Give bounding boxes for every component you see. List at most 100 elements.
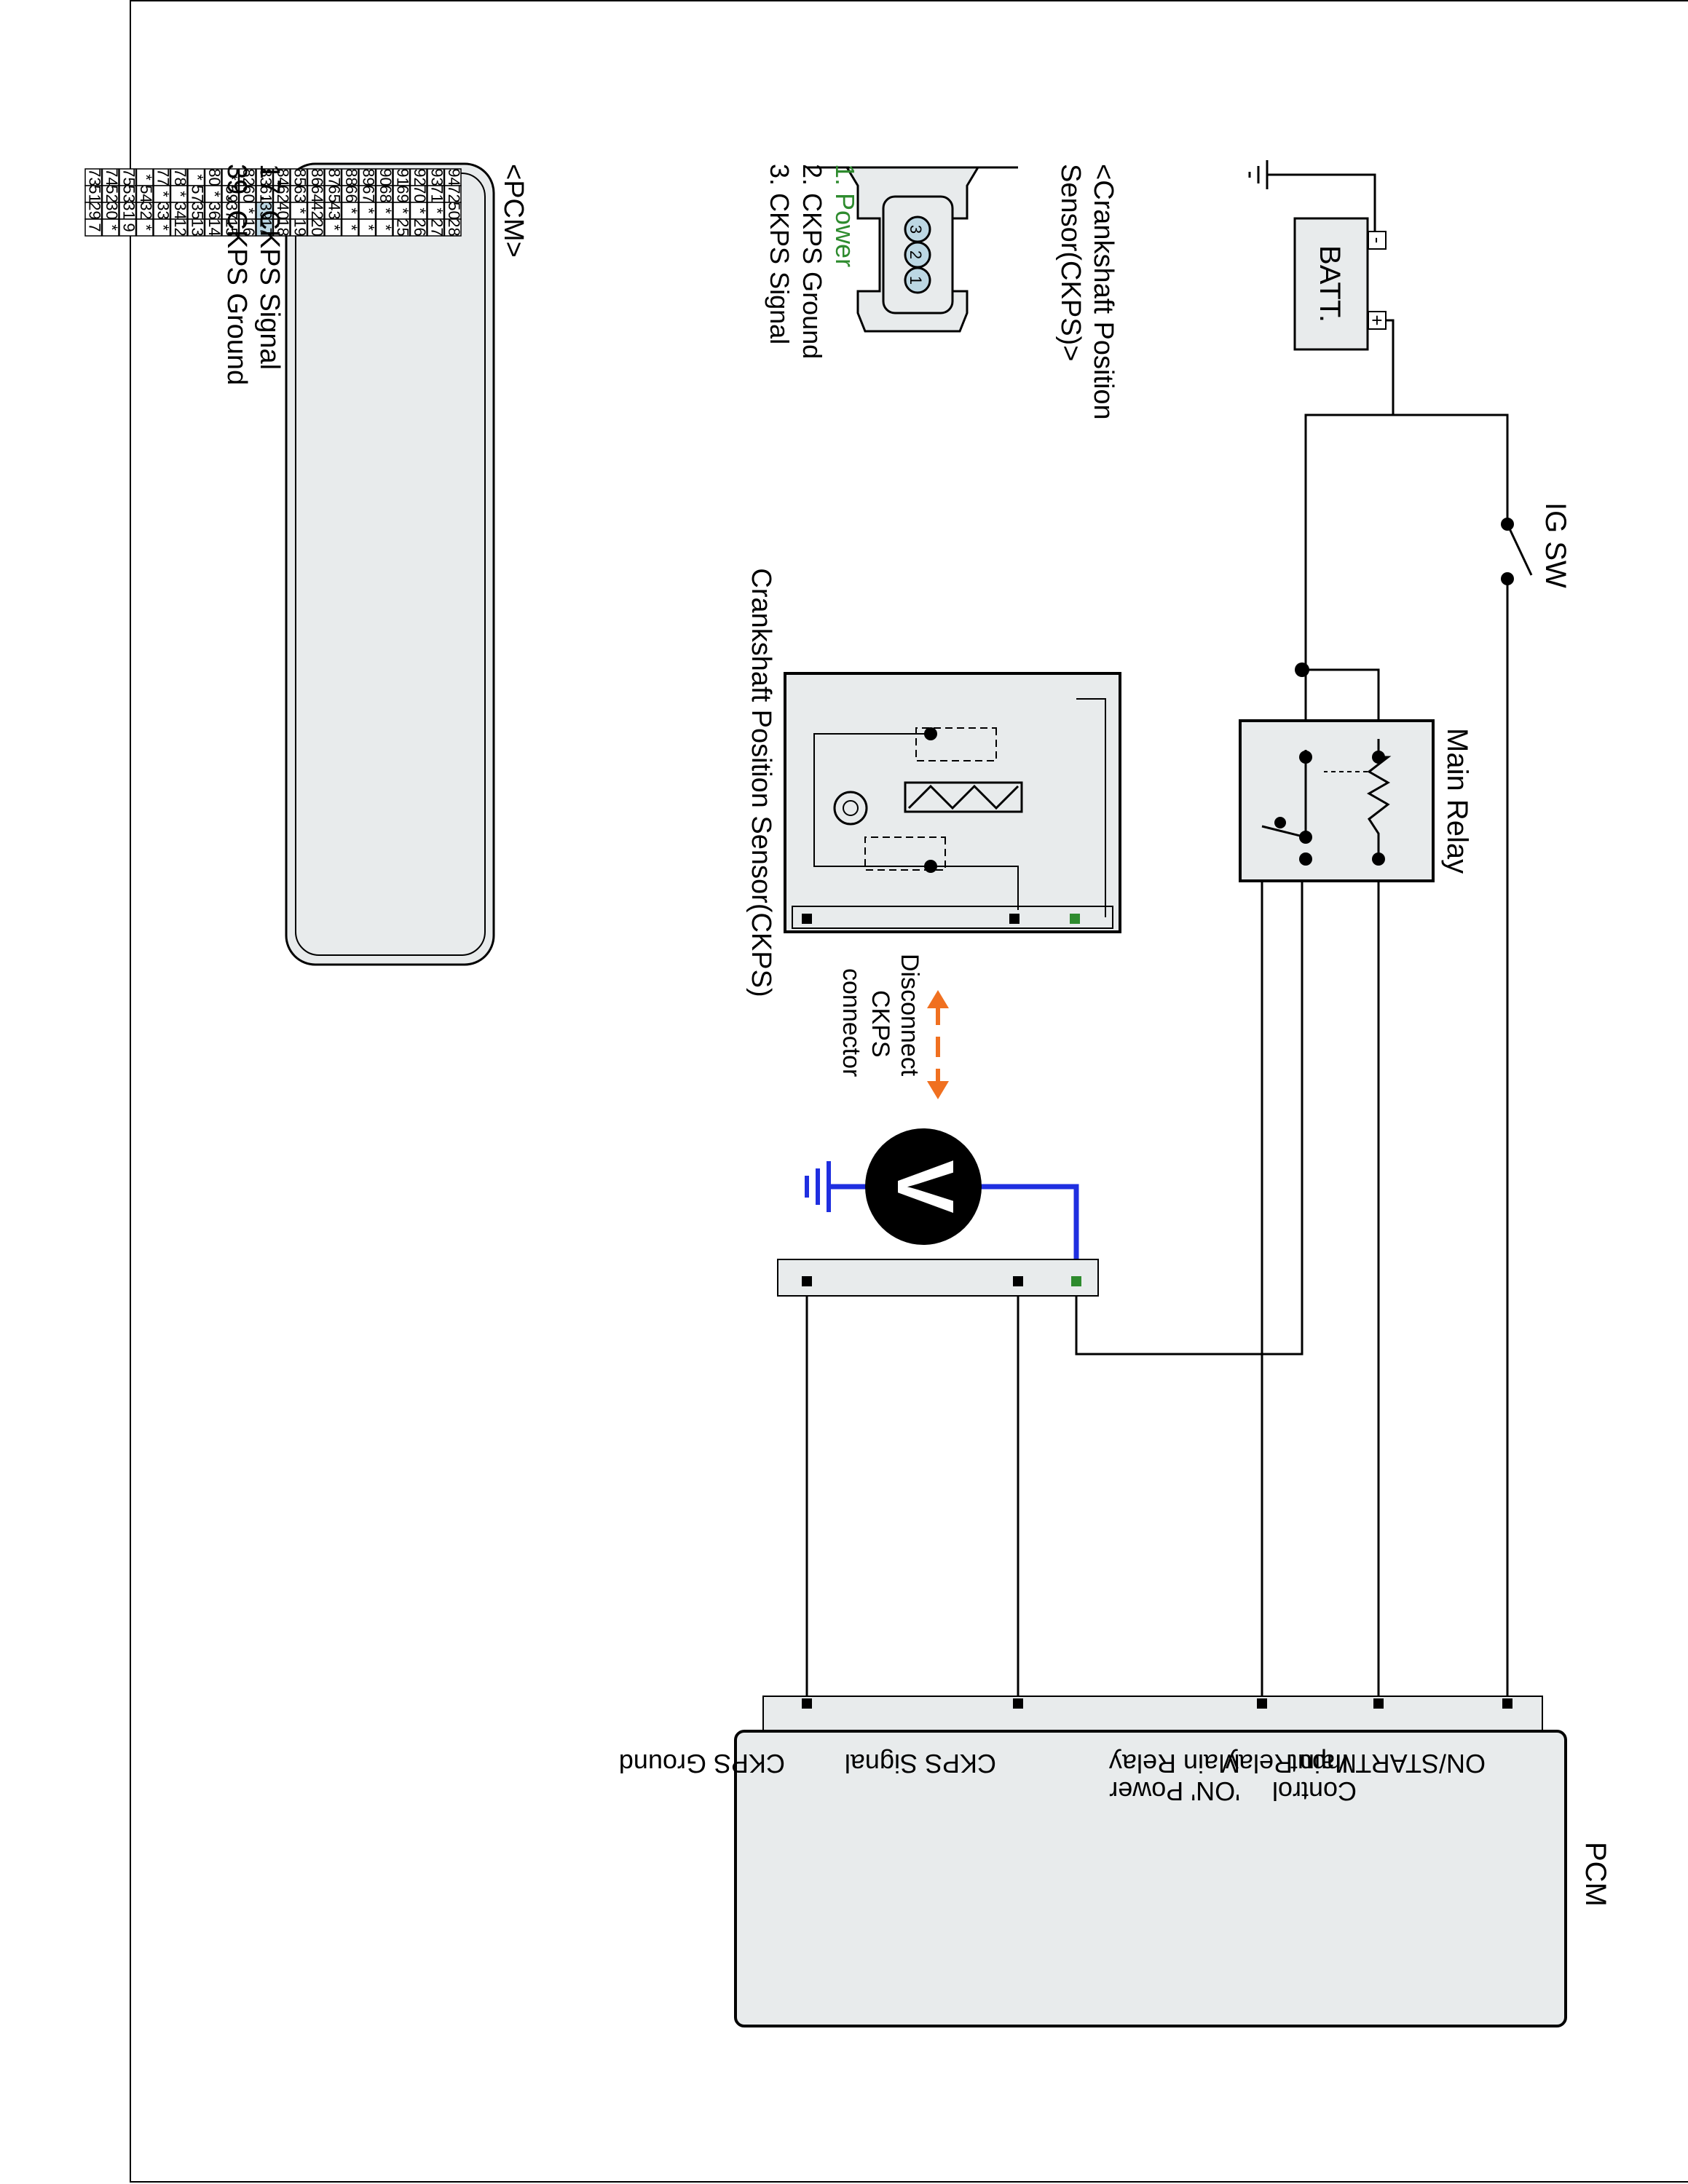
page-frame bbox=[130, 0, 1688, 2183]
pcm-pin-cell bbox=[409, 218, 427, 237]
pcm-pin-number: 50 bbox=[445, 202, 463, 219]
pcm-pin-number: * bbox=[154, 224, 173, 231]
sensor-magnet-icon bbox=[833, 791, 868, 826]
pcm-pin-number: 53 bbox=[120, 185, 138, 202]
pcm-legend-1: 17. CKPS Signal bbox=[254, 164, 285, 370]
pcm-pin-number: 20 bbox=[308, 218, 326, 236]
pcm-pin-number: * bbox=[189, 174, 207, 181]
pcm-pin-number: * bbox=[171, 191, 189, 197]
batt-to-relay-wire bbox=[1304, 414, 1309, 757]
ckps-legend-3: 3. CKPS Signal bbox=[765, 164, 794, 344]
voltmeter: V bbox=[805, 1128, 1079, 1281]
pcm-pin-number: 59 bbox=[223, 185, 241, 202]
pcm-pin-number: 14 bbox=[205, 218, 224, 236]
pcm-pin-number: * bbox=[360, 207, 378, 214]
pcm-pin-cell bbox=[170, 218, 188, 237]
pcm-pin-number: 70 bbox=[411, 185, 429, 202]
pcm-pin-cell bbox=[290, 218, 308, 237]
pcm-pin-number: 35 bbox=[189, 202, 207, 219]
pcm-pin-number: 39 bbox=[257, 202, 275, 219]
pcm-pin-number: 7 bbox=[86, 223, 104, 232]
harness-connector bbox=[777, 1259, 1099, 1297]
relay-to-sensor-wire bbox=[1075, 844, 1304, 1356]
pcm-pin-number: 32 bbox=[137, 202, 155, 219]
meter-positive-lead bbox=[974, 1184, 1079, 1281]
main-relay-box bbox=[1239, 719, 1435, 882]
ground-icon bbox=[1248, 160, 1269, 189]
battery: - + BATT. bbox=[1293, 217, 1389, 351]
pcm-pin-number: * bbox=[240, 207, 258, 214]
pcm-pin-number: 9 bbox=[120, 223, 138, 232]
pcm-pin-number: 52 bbox=[103, 185, 121, 202]
pcm-pin-label: Main Relay bbox=[1109, 1749, 1240, 1779]
pcm-pin-number: * bbox=[137, 174, 155, 181]
ckps-pin-number: 1 bbox=[907, 276, 925, 285]
pcm-pin-number: 29 bbox=[86, 202, 104, 219]
ig-switch: IG SW IG SW bbox=[1501, 502, 1571, 588]
main-relay-label: Main Relay bbox=[1441, 728, 1473, 874]
pcm-pin-number: 65 bbox=[326, 185, 344, 202]
pcm-pin-number: * bbox=[376, 207, 395, 214]
meter-ground-icon bbox=[805, 1161, 831, 1212]
pcm-pin-number: * bbox=[428, 207, 446, 214]
pcm-pin-number: 75 bbox=[120, 168, 138, 186]
ckps-sensor-body bbox=[784, 672, 1121, 933]
ckps-legend-2: 2. CKPS Ground bbox=[797, 164, 827, 359]
pcm-pin-number: 57 bbox=[189, 185, 207, 202]
pcm-pin-label: 'ON' Power bbox=[1109, 1776, 1240, 1806]
pcm-pin-label: CKPS Ground bbox=[619, 1749, 785, 1779]
pcm-pin-number: * bbox=[360, 224, 378, 231]
pcm-pin-cell bbox=[324, 218, 342, 237]
pcm-pin-number: * bbox=[103, 224, 121, 231]
pcm-pin-cell bbox=[204, 218, 222, 237]
pcm-pin-number: * bbox=[376, 224, 395, 231]
pcm-pin-number: 60 bbox=[240, 185, 258, 202]
disconnect-line-1: Disconnect bbox=[896, 954, 923, 1077]
pcm-pin-cell bbox=[238, 218, 256, 237]
pcm-pin-number: 77 bbox=[154, 168, 173, 186]
pcm-pin-number: * bbox=[223, 174, 241, 181]
pcm-pin-cell bbox=[307, 218, 325, 237]
pcm-pin-number: 85 bbox=[291, 168, 309, 186]
pcm-pin-number: 51 bbox=[86, 185, 104, 202]
pcm-pin-number: 89 bbox=[360, 168, 378, 186]
arrow-left-icon bbox=[927, 990, 949, 1008]
pcm-pin-number: * bbox=[205, 191, 224, 197]
pcm-pin-number: 40 bbox=[274, 202, 292, 219]
ground-to-batt-wire bbox=[1267, 173, 1376, 233]
pcm-pin-number: 68 bbox=[376, 185, 395, 202]
pcm-pin-number: 86 bbox=[308, 168, 326, 186]
pcm-pin-number: 66 bbox=[342, 185, 360, 202]
pcm-pin-number: 37 bbox=[223, 202, 241, 219]
voltmeter-body bbox=[865, 1128, 982, 1245]
pcm-pin-number: 72 bbox=[445, 185, 463, 202]
pcm-pin-number: 31 bbox=[120, 202, 138, 219]
battery-plus: + bbox=[1366, 314, 1388, 325]
pcm-pin-number: 87 bbox=[326, 168, 344, 186]
pcm-pin-number: 64 bbox=[308, 185, 326, 202]
pcm-pin-number: 88 bbox=[342, 168, 360, 186]
battery-label: BATT. bbox=[1314, 245, 1346, 323]
pcm-pin-number: 80 bbox=[205, 168, 224, 186]
wires bbox=[805, 173, 1509, 1711]
sensor-coil-icon bbox=[907, 784, 1019, 810]
pcm-pin-number: 91 bbox=[394, 168, 412, 186]
pcm-pin-number: 25 bbox=[394, 218, 412, 236]
pcm-pin-number: 42 bbox=[308, 202, 326, 219]
ig-sw-supply-wire bbox=[1309, 414, 1509, 524]
pcm-pin-number: 13 bbox=[189, 218, 207, 236]
pcm-pin-number: 27 bbox=[428, 218, 446, 236]
pcm-pin-number: 26 bbox=[411, 218, 429, 236]
pcm-pin-cell bbox=[358, 218, 376, 237]
pcm-pin-number: 28 bbox=[445, 218, 463, 236]
pcm-pin-number: * bbox=[342, 207, 360, 214]
power-pin-marker bbox=[1070, 914, 1080, 924]
pcm-pin-number: 71 bbox=[428, 185, 446, 202]
pcm-connector-face: 94939291908988878685848382*80*7877*75747… bbox=[84, 162, 529, 966]
pcm-pin-cell bbox=[101, 218, 119, 237]
ckps-connector-title-2: Sensor(CKPS)> bbox=[1055, 164, 1086, 361]
pcm-pin-number: 30 bbox=[103, 202, 121, 219]
pcm-pin-number: 19 bbox=[291, 218, 309, 236]
